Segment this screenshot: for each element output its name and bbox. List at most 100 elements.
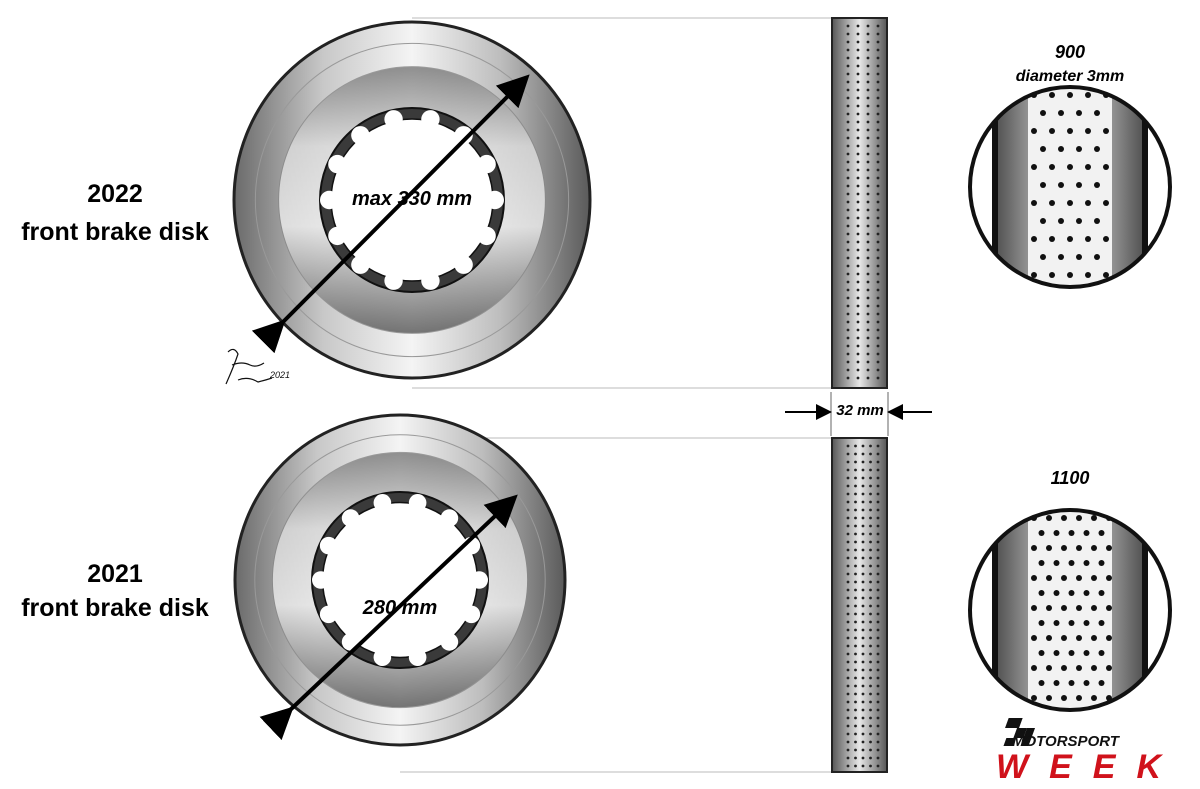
bottom-hub-tooth — [319, 536, 338, 555]
top-mag-hole — [1094, 218, 1100, 224]
top-drill-hole — [876, 184, 880, 188]
bottom-drill-hole — [846, 644, 850, 648]
top-mag-hole — [1085, 128, 1091, 134]
top-mag-hole — [1067, 92, 1073, 98]
bottom-drill-hole — [876, 668, 880, 672]
bottom-mag-hole — [1031, 665, 1037, 671]
bottom-drill-hole — [861, 684, 865, 688]
bottom-drill-hole — [876, 508, 880, 512]
top-magnified — [970, 87, 1170, 287]
bottom-drill-hole — [846, 452, 850, 456]
top-drill-hole — [856, 264, 860, 268]
bottom-drill-hole — [869, 596, 872, 600]
bottom-drill-hole — [854, 636, 857, 640]
bottom-drill-hole — [846, 548, 850, 552]
bottom-drill-hole — [869, 460, 872, 464]
bottom-drill-hole — [869, 452, 872, 456]
top-drill-hole — [866, 240, 870, 244]
top-drill-hole — [856, 96, 860, 100]
bottom-drill-hole — [854, 460, 857, 464]
top-drill-hole — [876, 176, 880, 180]
bottom-drill-hole — [861, 740, 865, 744]
bottom-drill-hole — [861, 556, 865, 560]
top-drill-hole — [846, 56, 850, 60]
bottom-drill-hole — [846, 700, 850, 704]
bottom-drill-hole — [861, 596, 865, 600]
bottom-drill-hole — [876, 620, 880, 624]
bottom-mag-hole — [1031, 605, 1037, 611]
bottom-drill-hole — [854, 652, 857, 656]
top-drill-hole — [876, 120, 880, 124]
bottom-mag-hole — [1038, 590, 1045, 596]
top-drill-hole — [876, 296, 880, 300]
top-drill-hole — [846, 192, 850, 196]
bottom-drill-hole — [854, 532, 857, 536]
top-mag-hole — [1031, 200, 1037, 206]
svg-text:WEEK: WEEK — [996, 748, 1163, 786]
bottom-drill-hole — [846, 628, 850, 632]
top-drill-hole — [846, 40, 850, 44]
top-mag-hole — [1094, 146, 1100, 152]
bottom-mag-hole — [1068, 530, 1075, 536]
top-mag-hole — [1103, 236, 1109, 242]
bottom-drill-hole — [846, 500, 850, 504]
top-drill-hole — [866, 88, 870, 92]
top-drill-hole — [846, 304, 850, 308]
bottom-drill-hole — [861, 468, 865, 472]
bottom-mag-hole — [1031, 695, 1037, 701]
bottom-drill-hole — [861, 484, 865, 488]
top-drill-hole — [866, 272, 870, 276]
bottom-drill-hole — [854, 444, 857, 448]
bottom-drill-hole — [861, 524, 865, 528]
bottom-mag-hole — [1098, 590, 1105, 596]
bottom-caption: front brake disk — [21, 594, 209, 622]
bottom-drill-hole — [869, 524, 872, 528]
top-mag-hole — [1067, 164, 1073, 170]
top-drill-hole — [876, 48, 880, 52]
top-drill-hole — [856, 368, 860, 372]
bottom-drill-hole — [869, 588, 872, 592]
bottom-drill-hole — [846, 508, 850, 512]
bottom-mag-hole — [1091, 695, 1097, 701]
top-drill-hole — [846, 184, 850, 188]
top-drill-hole — [846, 176, 850, 180]
bottom-drill-hole — [861, 476, 865, 480]
bottom-drill-hole — [869, 556, 872, 560]
top-drill-hole — [876, 104, 880, 108]
top-mag-edge — [1142, 87, 1148, 287]
bottom-mag-hole — [1083, 560, 1090, 566]
top-drill-hole — [876, 352, 880, 356]
bottom-hub-tooth — [408, 493, 427, 512]
top-drill-hole — [876, 304, 880, 308]
bottom-drill-hole — [869, 692, 872, 696]
bottom-drill-hole — [861, 572, 865, 576]
top-drill-hole — [846, 136, 850, 140]
bottom-mag-hole — [1046, 665, 1052, 671]
bottom-drill-hole — [861, 532, 865, 536]
bottom-mag-hole — [1046, 635, 1052, 641]
top-drill-hole — [856, 104, 860, 108]
bottom-drill-hole — [876, 580, 880, 584]
bottom-drill-hole — [846, 564, 850, 568]
bottom-drill-hole — [876, 612, 880, 616]
top-drill-hole — [856, 136, 860, 140]
top-drill-hole — [876, 328, 880, 332]
bottom-drill-hole — [861, 604, 865, 608]
bottom-drill-hole — [854, 604, 857, 608]
top-drill-hole — [846, 160, 850, 164]
top-mag-hole — [1067, 236, 1073, 242]
top-drill-hole — [866, 80, 870, 84]
top-hub-tooth — [351, 255, 370, 274]
top-drill-hole — [876, 336, 880, 340]
top-mag-hole — [1058, 182, 1064, 188]
top-drill-hole — [856, 232, 860, 236]
top-drill-hole — [846, 24, 850, 28]
bottom-drill-hole — [861, 460, 865, 464]
bottom-drill-hole — [876, 756, 880, 760]
top-drill-hole — [866, 200, 870, 204]
top-drill-hole — [846, 272, 850, 276]
top-mag-hole — [1040, 254, 1046, 260]
top-mag-hole — [1094, 110, 1100, 116]
bottom-drill-hole — [846, 684, 850, 688]
bottom-drill-hole — [854, 660, 857, 664]
